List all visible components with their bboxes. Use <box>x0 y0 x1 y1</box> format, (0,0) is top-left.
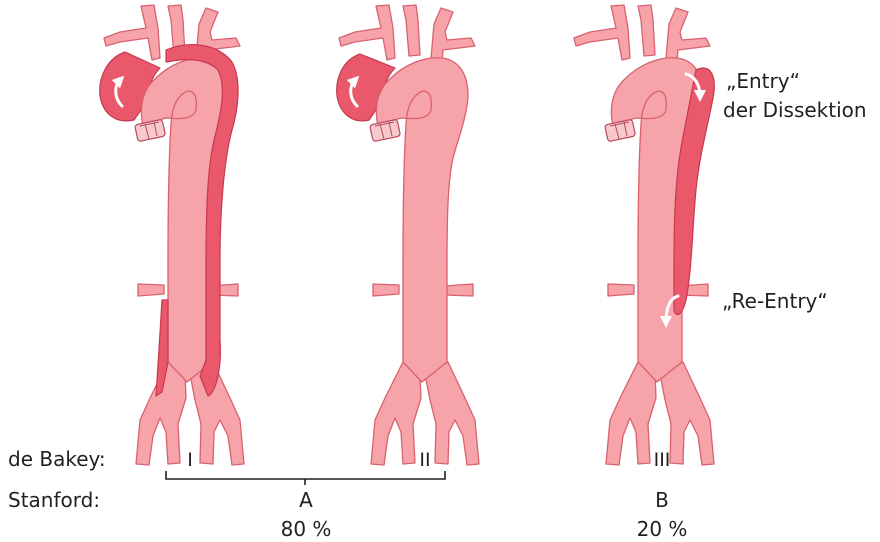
stanford-a-type: A <box>299 488 313 512</box>
stanford-label: Stanford: <box>8 488 100 512</box>
debakey-type-2-label: II <box>419 449 430 471</box>
entry-annotation-line-1: „Entry“ <box>726 69 800 93</box>
debakey-type-1-label: I <box>187 449 193 471</box>
stanford-a-percent: 80 % <box>281 517 332 541</box>
stanford-b-percent: 20 % <box>637 517 688 541</box>
stanford-b-type: B <box>655 488 669 512</box>
aorta-type-2 <box>337 5 479 465</box>
stanford-a-bracket <box>166 471 445 485</box>
debakey-label: de Bakey: <box>8 447 106 471</box>
aorta-type-1 <box>100 5 244 465</box>
debakey-type-3-label: III <box>654 449 671 471</box>
reentry-annotation: „Re-Entry“ <box>722 289 828 313</box>
entry-annotation-line-2: der Dissektion <box>723 98 867 122</box>
aorta-type-3 <box>574 5 714 465</box>
